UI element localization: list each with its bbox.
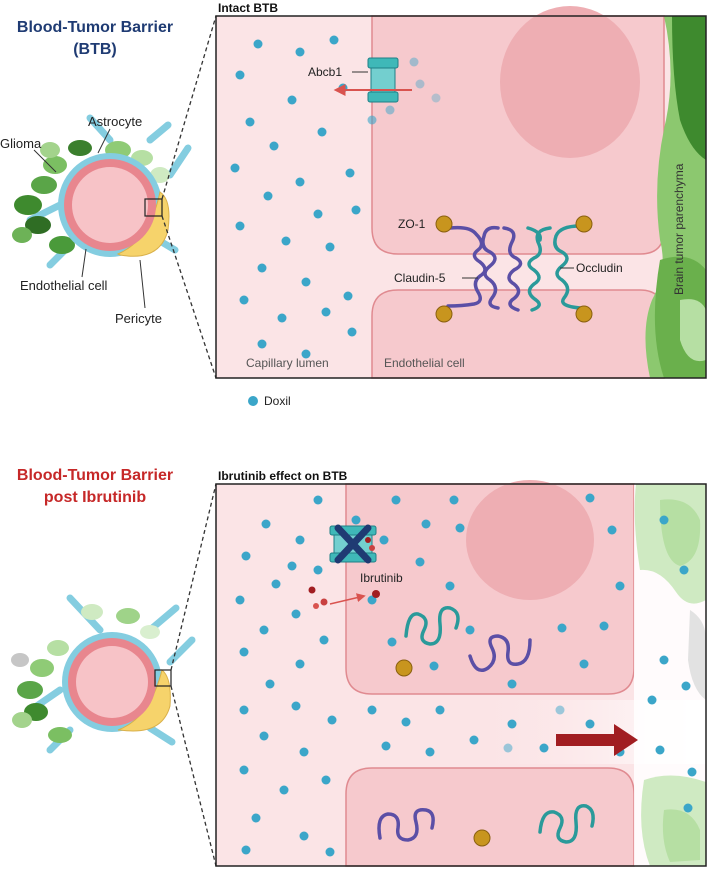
top-parenchyma — [645, 16, 706, 378]
top-panel — [216, 6, 706, 379]
glioma-cells — [12, 140, 170, 254]
bottom-glioma-cells — [11, 604, 160, 743]
bottom-panel-title: Ibrutinib effect on BTB — [218, 469, 348, 483]
brain-parenchyma-label: Brain tumor parenchyma — [672, 163, 686, 295]
ibrutinib-molecules — [308, 586, 380, 609]
bottom-endothelial-cell-lower — [345, 767, 635, 867]
top-inset-box — [144, 198, 163, 217]
occludin-label: Occludin — [576, 261, 623, 275]
block-x-icon — [329, 524, 377, 564]
bottom-inset-box — [154, 669, 172, 687]
bottom-heading-line2: post Ibrutinib — [44, 489, 146, 506]
abcb1-label: Abcb1 — [308, 65, 342, 79]
bottom-heading-line1: Blood-Tumor Barrier — [17, 467, 173, 484]
flow-arrow-icon — [556, 724, 638, 756]
pericyte-label: Pericyte — [115, 311, 162, 326]
top-heading-line2: (BTB) — [73, 41, 117, 58]
zo1-label: ZO-1 — [398, 217, 426, 231]
detached-junction-proteins — [377, 606, 595, 844]
claudin5-label: Claudin-5 — [394, 271, 446, 285]
bottom-parenchyma — [634, 484, 706, 866]
ibrutinib-label: Ibrutinib — [360, 571, 403, 585]
doxil-dot-icon — [248, 396, 258, 406]
bottom-nucleus — [466, 480, 594, 600]
capillary-lumen-label: Capillary lumen — [246, 356, 329, 370]
top-heading-line1: Blood-Tumor Barrier — [17, 19, 173, 36]
glioma-label: Glioma — [0, 136, 42, 151]
abcb1-transporter-icon — [333, 57, 412, 103]
detached-zo1 — [395, 659, 491, 847]
bottom-panel — [216, 480, 706, 867]
endothelial-cell-label: Endothelial cell — [20, 278, 108, 293]
bottom-zoom-lines — [170, 483, 217, 867]
astrocyte-label: Astrocyte — [88, 114, 142, 129]
bottom-vessel-illustration — [11, 594, 196, 754]
endothelial-cell-region-label: Endothelial cell — [384, 356, 465, 370]
bottom-doxil-dots — [235, 493, 697, 857]
doxil-legend-label: Doxil — [264, 394, 291, 408]
top-nucleus — [500, 6, 640, 158]
top-panel-title: Intact BTB — [218, 1, 278, 15]
top-zoom-lines — [161, 15, 217, 379]
zo1-proteins — [435, 215, 593, 323]
tight-junction — [446, 224, 582, 312]
doxil-legend — [248, 396, 258, 406]
top-doxil-dots — [230, 35, 441, 359]
top-vessel-illustration — [12, 114, 192, 309]
